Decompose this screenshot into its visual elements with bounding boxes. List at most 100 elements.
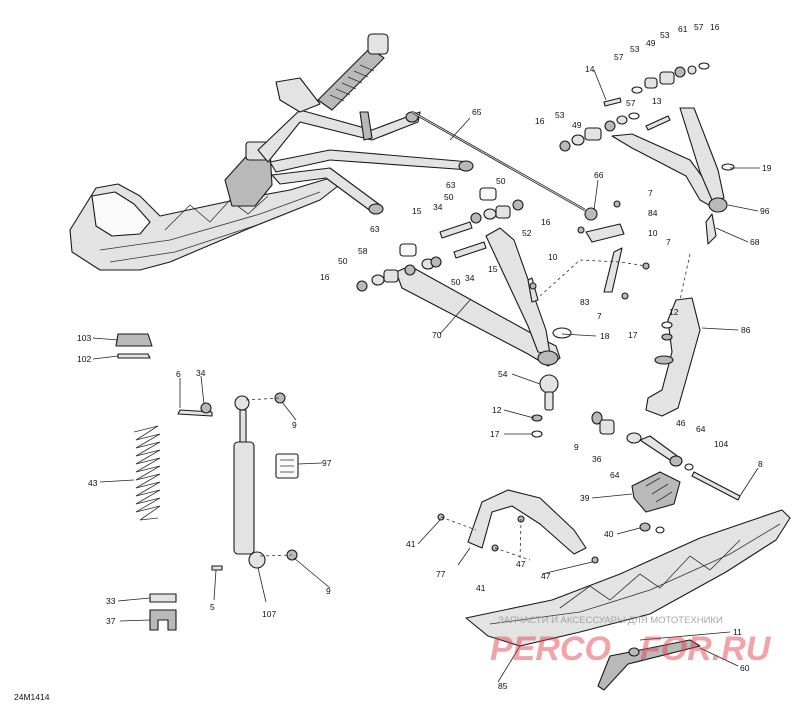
coil-spring [133,425,161,521]
ski [465,509,791,691]
watermark-brand-left: PERCO [490,630,611,668]
callout: 16 [710,22,720,32]
callout: 34 [196,368,206,378]
callout: 47 [516,559,526,569]
callout: 63 [446,180,456,190]
callout: 15 [488,264,498,274]
callout: 96 [760,206,770,216]
callout: 57 [626,98,636,108]
callout: 86 [741,325,751,335]
callout-labels: 103 102 6 34 9 43 97 33 37 5 107 9 65 14… [77,22,772,691]
callout: 103 [77,333,91,343]
callout: 6 [176,369,181,379]
pivot-hardware [591,411,741,501]
callout: 16 [320,272,330,282]
callout: 64 [610,470,620,480]
shock-absorber [177,392,299,571]
callout: 107 [262,609,276,619]
callout: 70 [432,330,442,340]
callout: 84 [648,208,658,218]
diagram-code: 24M1414 [14,692,50,702]
bushing-stack-lower [356,243,442,292]
callout: 57 [694,22,704,32]
callout: 50 [444,192,454,202]
callout: 9 [326,586,331,596]
upper-a-arm [611,107,735,245]
callout: 60 [740,663,750,673]
callout: 12 [669,307,679,317]
callout: 49 [572,120,582,130]
callout: 10 [548,252,558,262]
callout: 5 [210,602,215,612]
callout: 102 [77,354,91,364]
callout: 58 [358,246,368,256]
callout: 34 [433,202,443,212]
callout: 7 [648,188,653,198]
callout: 66 [594,170,604,180]
callout: 64 [696,424,706,434]
ski-handle [437,489,599,564]
callout: 104 [714,439,728,449]
callout: 33 [106,596,116,606]
callout: 54 [498,369,508,379]
callout: 7 [597,311,602,321]
watermark-tagline: ЗАПЧАСТИ И АКСЕССУАРЫ ДЛЯ МОТОТЕХНИКИ [498,615,723,626]
callout: 61 [678,24,688,34]
callout: 50 [451,277,461,287]
callout: 17 [490,429,500,439]
callout: 53 [630,44,640,54]
bushing-stack-top-right [559,62,710,152]
callout: 10 [648,228,658,238]
callout: 63 [370,224,380,234]
callout: 7 [666,237,671,247]
callout: 53 [660,30,670,40]
bushing-stack-upper [439,187,524,259]
callout: 36 [592,454,602,464]
callout: 85 [498,681,508,691]
callout: 34 [465,273,475,283]
callout: 37 [106,616,116,626]
callout: 65 [472,107,482,117]
callout: 97 [322,458,332,468]
steering-link [529,200,650,300]
callout: 47 [541,571,551,581]
callout: 41 [476,583,486,593]
lower-a-arm [395,227,572,367]
callout: 68 [750,237,760,247]
callout: 17 [628,330,638,340]
callout: 12 [492,405,502,415]
small-parts [115,333,177,631]
spindle [645,297,701,417]
assembly-lines [245,253,691,561]
callout: 40 [604,529,614,539]
callout: 83 [580,297,590,307]
leader-lines [92,69,760,683]
callout: 8 [758,459,763,469]
callout: 39 [580,493,590,503]
callout: 9 [292,420,297,430]
callout: 50 [338,256,348,266]
callout: 16 [535,116,545,126]
ball-joint [531,374,559,438]
callout: 18 [600,331,610,341]
callout: 15 [412,206,422,216]
watermark-brand-right: FOR.RU [640,630,772,668]
callout: 43 [88,478,98,488]
callout: 16 [541,217,551,227]
watermark: ЗАПЧАСТИ И АКСЕССУАРЫ ДЛЯ МОТОТЕХНИКИ PE… [490,615,772,668]
wear-pad [631,471,681,534]
callout: 13 [652,96,662,106]
callout: 11 [733,627,742,637]
callout: 9 [574,442,579,452]
callout: 14 [585,64,595,74]
assembled-suspension [69,33,474,271]
callout: 41 [406,539,416,549]
callout: 77 [436,569,446,579]
callout: 50 [496,176,506,186]
callout: 53 [555,110,565,120]
callout: 52 [522,228,532,238]
callout: 49 [646,38,656,48]
callout: 57 [614,52,624,62]
callout: 19 [762,163,772,173]
